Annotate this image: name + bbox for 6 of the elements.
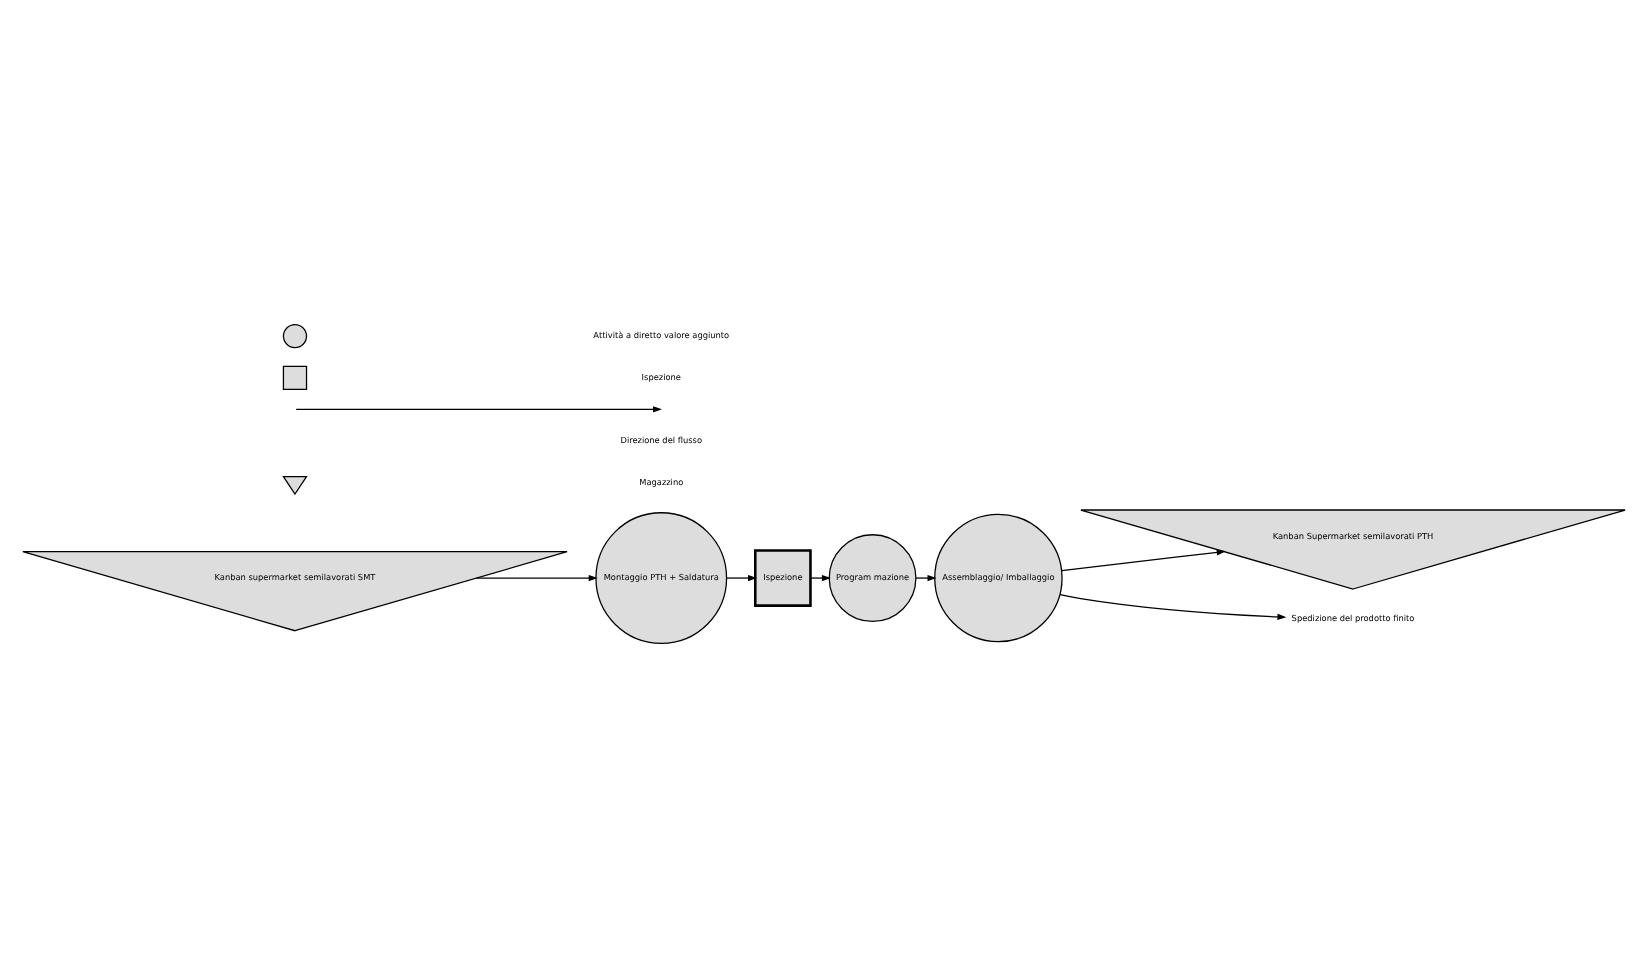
arrow [475,574,598,582]
arrow [809,574,831,582]
arrow [915,574,937,582]
arrow [726,574,757,582]
arrow [1061,549,1226,572]
arrow [1059,593,1287,621]
